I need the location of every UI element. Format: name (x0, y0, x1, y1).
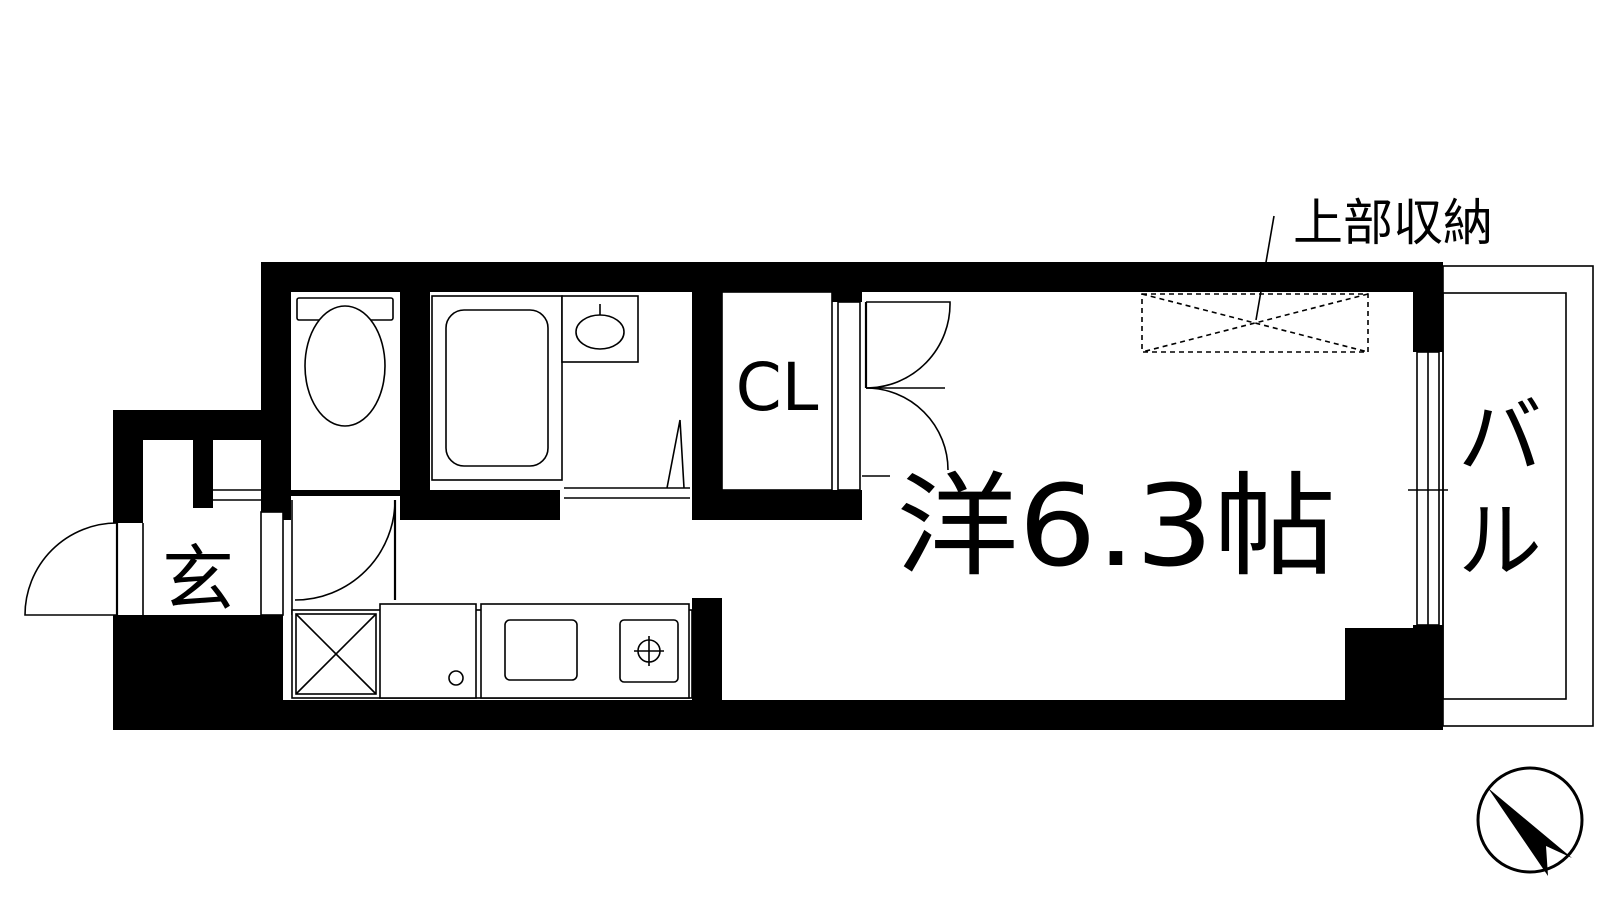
upper-storage-outline (1141, 293, 1369, 353)
toilet-door-lintel (290, 490, 400, 496)
upper-storage-label: 上部収納 (1293, 194, 1493, 252)
closet-south-wall (692, 490, 862, 520)
entrance-label: 玄 (162, 537, 234, 621)
bathtub-icon (445, 309, 549, 467)
toilet-door (291, 499, 397, 615)
toilet-icon (296, 297, 394, 427)
gas-stove-icon (619, 619, 679, 683)
refrigerator-space (379, 603, 477, 699)
north-arrow-icon (1476, 766, 1584, 876)
toilet-west-wall (261, 262, 291, 520)
bath-closet-partition (692, 262, 722, 520)
entrance-post (193, 440, 213, 508)
entrance-step (213, 489, 284, 616)
room-label: 洋6.3帖 (896, 462, 1336, 592)
closet-label: CL (736, 349, 819, 426)
balcony-window (1408, 351, 1448, 626)
entrance-shoe-block (113, 615, 283, 730)
kitchen-counter (291, 603, 693, 699)
east-pillar (1345, 628, 1443, 730)
kitchen-end-wall (692, 598, 722, 708)
interior-walls (193, 262, 862, 708)
closet-area (721, 291, 833, 491)
entrance-door (24, 522, 144, 616)
bath-south-wall (400, 490, 560, 520)
bath-sliding-door (564, 419, 690, 499)
balcony-label-bottom: ル (1458, 492, 1542, 590)
upper-storage-leader (1255, 215, 1275, 321)
toilet-bath-partition (400, 262, 430, 520)
balcony (1442, 265, 1594, 727)
washing-machine-space-icon (295, 613, 377, 695)
exterior-walls (113, 262, 1443, 730)
east-wall-upper (1413, 262, 1443, 352)
closet-door-jamb (832, 262, 862, 302)
south-wall (113, 700, 1443, 730)
balcony-label-top: バ (1458, 388, 1542, 486)
washbasin-icon (561, 295, 639, 363)
closet-door (837, 301, 951, 491)
entrance-top-wall (113, 410, 263, 440)
